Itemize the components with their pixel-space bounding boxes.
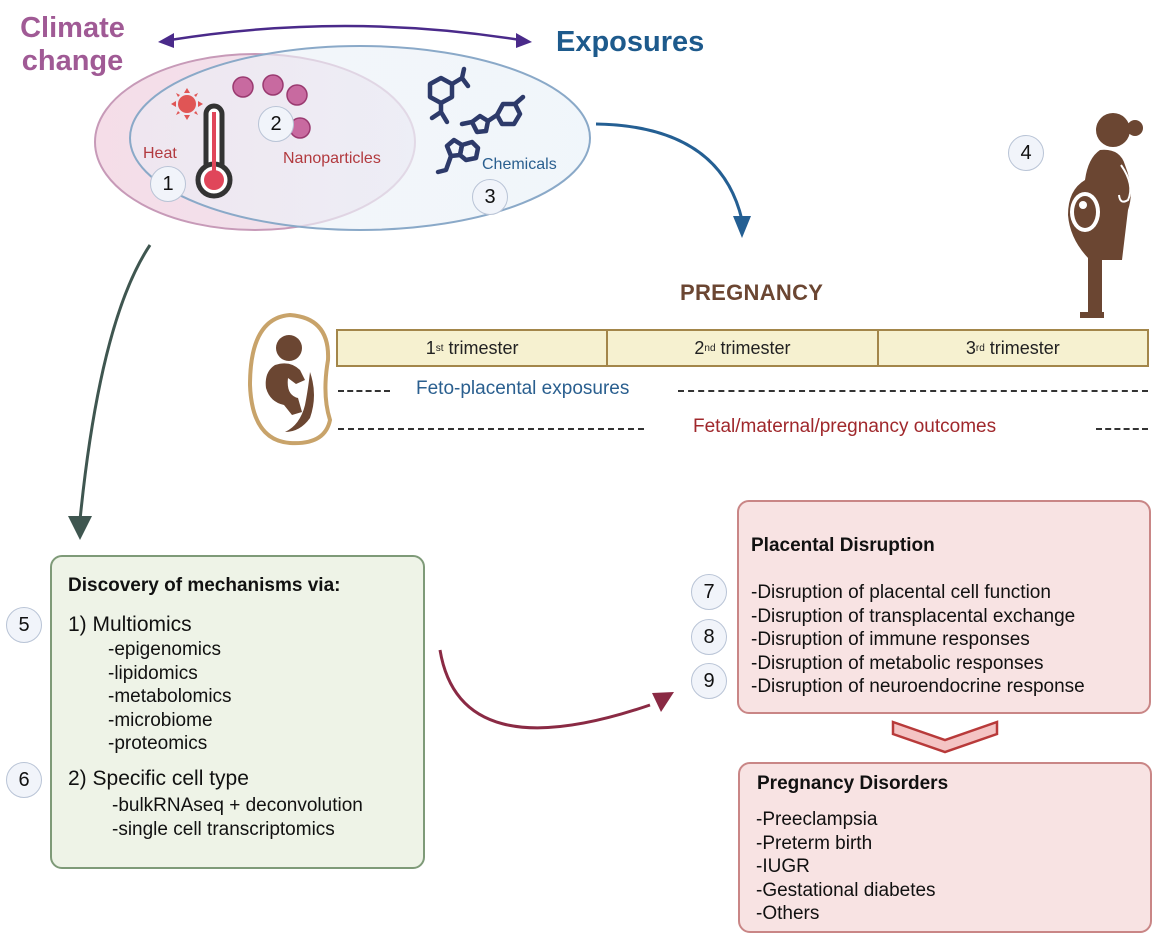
nanoparticles-label: Nanoparticles [283,150,381,167]
placental-disruption-list: -Disruption of placental cell function -… [751,581,1085,699]
list-item: -Preeclampsia [756,809,878,830]
mechanisms-box [50,555,425,869]
list-item: -Preterm birth [756,832,873,854]
number-badge-3: 3 [472,179,508,215]
list-item: -IUGR [756,856,810,877]
pregnancy-disorders-title: Pregnancy Disorders [757,773,949,794]
list-item: -Disruption of transplacental exchange [751,605,1076,627]
list-item: -bulkRNAseq + deconvolution [112,795,363,816]
climate-change-title: Climate change [15,12,130,78]
placental-disruption-title: Placental Disruption [751,535,935,556]
number-badge-5: 5 [6,607,42,643]
list-item: -Disruption of neuroendocrine response [751,676,1085,697]
pregnancy-title: PREGNANCY [680,280,824,305]
number-badge-9: 9 [691,663,727,699]
list-item: -Others [756,903,820,924]
number-badge-8: 8 [691,619,727,655]
exposure-to-pregnancy-arrow-icon [595,122,751,238]
dashed-line [678,390,1148,392]
number-badge-2: 2 [258,106,294,142]
list-item: -lipidomics [108,662,198,684]
cell-type-heading: 2) Specific cell type [68,767,249,790]
cell-type-list: -bulkRNAseq + deconvolution -single cell… [112,794,363,841]
list-item: -proteomics [108,733,208,754]
list-item: -Disruption of placental cell function [751,582,1051,603]
list-item: -microbiome [108,709,213,731]
exposures-ellipse [129,45,591,231]
bidirectional-arrow-icon [158,24,532,48]
number-badge-1: 1 [150,166,186,202]
number-badge-4: 4 [1008,135,1044,171]
pregnant-woman-icon [1068,113,1143,318]
mechanisms-to-placental-arrow-icon [438,649,674,730]
number-badge-7: 7 [691,574,727,610]
chemical-structure-icon [427,66,526,175]
placental-disruption-box [737,500,1151,714]
chemicals-label: Chemicals [482,156,557,173]
climate-title-line1: Climate [20,12,125,44]
multiomics-heading: 1) Multiomics [68,613,192,636]
climate-to-mechanisms-arrow-icon [68,244,152,540]
heat-label: Heat [143,145,177,162]
sun-icon [171,88,203,120]
outcomes-label: Fetal/maternal/pregnancy outcomes [693,416,997,437]
chevron-down-icon [891,720,999,754]
pregnancy-disorders-list: -Preeclampsia -Preterm birth -IUGR -Gest… [756,808,936,926]
list-item: -Disruption of metabolic responses [751,652,1044,674]
list-item: -single cell transcriptomics [112,818,335,840]
list-item: -metabolomics [108,686,232,707]
feto-placental-exposures-label: Feto-placental exposures [416,378,630,399]
dashed-line [1096,428,1148,430]
list-item: -epigenomics [108,639,221,660]
multiomics-list: -epigenomics -lipidomics -metabolomics -… [108,638,232,756]
number-badge-6: 6 [6,762,42,798]
mechanisms-title: Discovery of mechanisms via: [68,575,341,596]
fetus-icon [247,312,333,446]
list-item: -Gestational diabetes [756,879,936,901]
climate-title-line2: change [21,45,124,77]
dashed-line [338,390,390,392]
dashed-line [338,428,644,430]
thermometer-icon [195,103,233,199]
list-item: -Disruption of immune responses [751,629,1030,650]
pregnancy-disorders-box [738,762,1152,933]
exposures-title: Exposures [556,26,705,58]
